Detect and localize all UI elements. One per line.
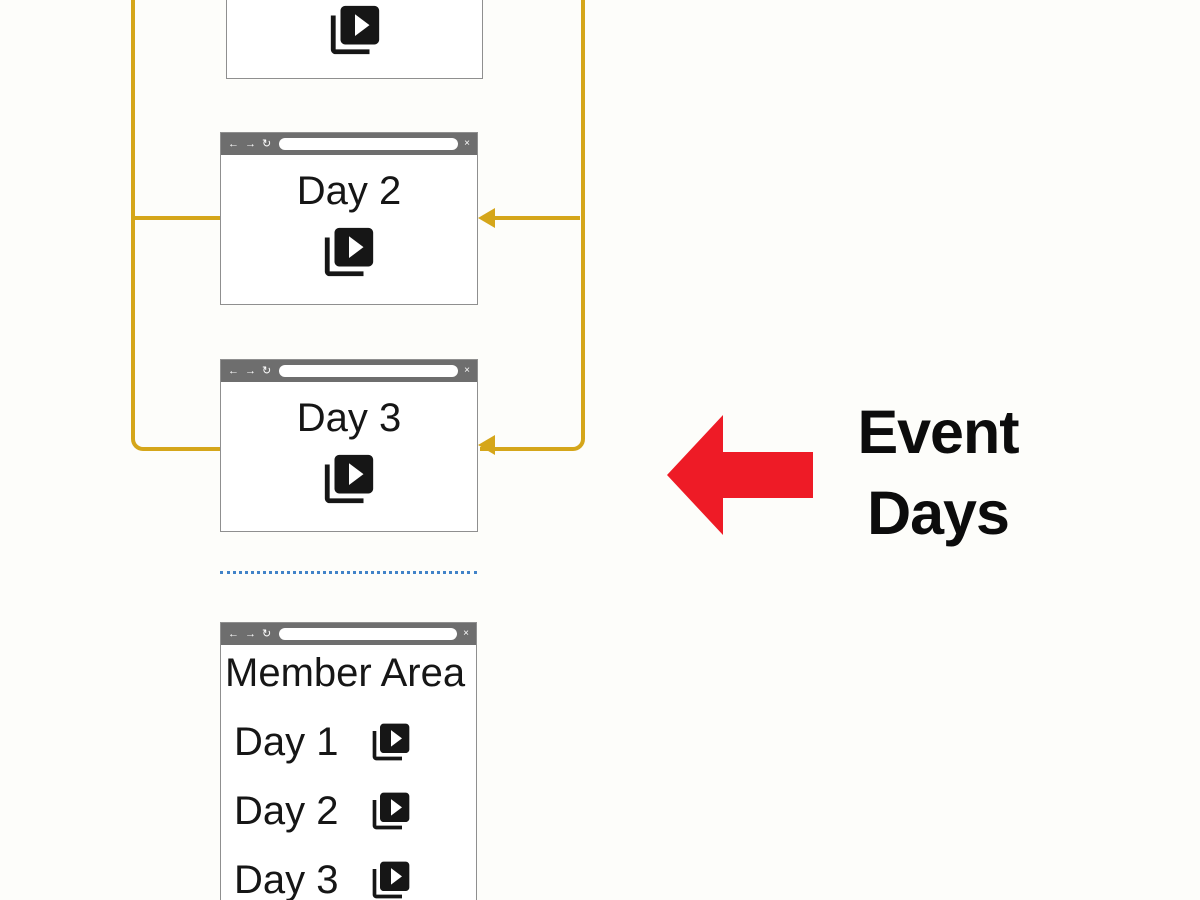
day2-label: Day 2 <box>296 169 402 213</box>
reload-icon: ↻ <box>262 137 272 150</box>
day2-row-label: Day 2 <box>234 788 339 833</box>
close-icon: × <box>463 628 469 639</box>
url-bar <box>279 138 459 150</box>
video-library-icon <box>330 5 379 55</box>
window-content: Day 3 <box>221 382 477 510</box>
back-icon: ← <box>228 627 239 640</box>
browser-titlebar: ← → ↻ × <box>221 623 476 645</box>
member-area-title: Member Area <box>225 651 466 695</box>
dotted-separator <box>220 571 477 574</box>
connector-left-branch-day2 <box>135 216 220 220</box>
forward-icon: → <box>245 627 256 640</box>
day3-label: Day 3 <box>296 396 402 440</box>
reload-icon: ↻ <box>262 364 272 377</box>
event-days-caption: Event Days <box>808 392 1068 554</box>
back-icon: ← <box>228 364 239 377</box>
close-icon: × <box>464 138 470 149</box>
browser-titlebar: ← → ↻ × <box>221 360 477 382</box>
url-bar <box>279 628 458 640</box>
arrowhead-into-day3 <box>478 435 495 455</box>
reload-icon: ↻ <box>262 627 272 640</box>
browser-window-member-area: ← → ↻ × Member Area Day 1 Day 2 Day 3 <box>220 622 477 900</box>
video-library-icon <box>372 861 409 899</box>
window-content: Day 2 <box>221 155 477 283</box>
back-icon: ← <box>228 137 239 150</box>
connector-right-line <box>480 0 585 451</box>
browser-titlebar: ← → ↻ × <box>221 133 477 155</box>
video-library-icon <box>372 792 409 830</box>
video-library-icon <box>324 454 374 504</box>
caption-line2: Days <box>867 479 1010 547</box>
browser-window-day3: ← → ↻ × Day 3 <box>220 359 478 532</box>
browser-window-day2: ← → ↻ × Day 2 <box>220 132 478 305</box>
red-left-arrow <box>667 415 813 535</box>
member-row-day2: Day 2 <box>234 788 476 834</box>
connector-left-line <box>131 0 224 451</box>
close-icon: × <box>464 365 470 376</box>
member-row-day1: Day 1 <box>234 719 476 765</box>
forward-icon: → <box>245 364 256 377</box>
caption-line1: Event <box>857 398 1019 466</box>
forward-icon: → <box>245 137 256 150</box>
arrowhead-into-day2 <box>478 208 495 228</box>
browser-window-top-partial <box>226 0 483 79</box>
connector-right-branch-day2 <box>494 216 580 220</box>
day3-row-label: Day 3 <box>234 857 339 900</box>
day1-row-label: Day 1 <box>234 719 339 764</box>
member-row-day3: Day 3 <box>234 857 476 900</box>
url-bar <box>279 365 459 377</box>
video-library-icon <box>324 227 374 277</box>
video-library-icon <box>372 723 409 761</box>
